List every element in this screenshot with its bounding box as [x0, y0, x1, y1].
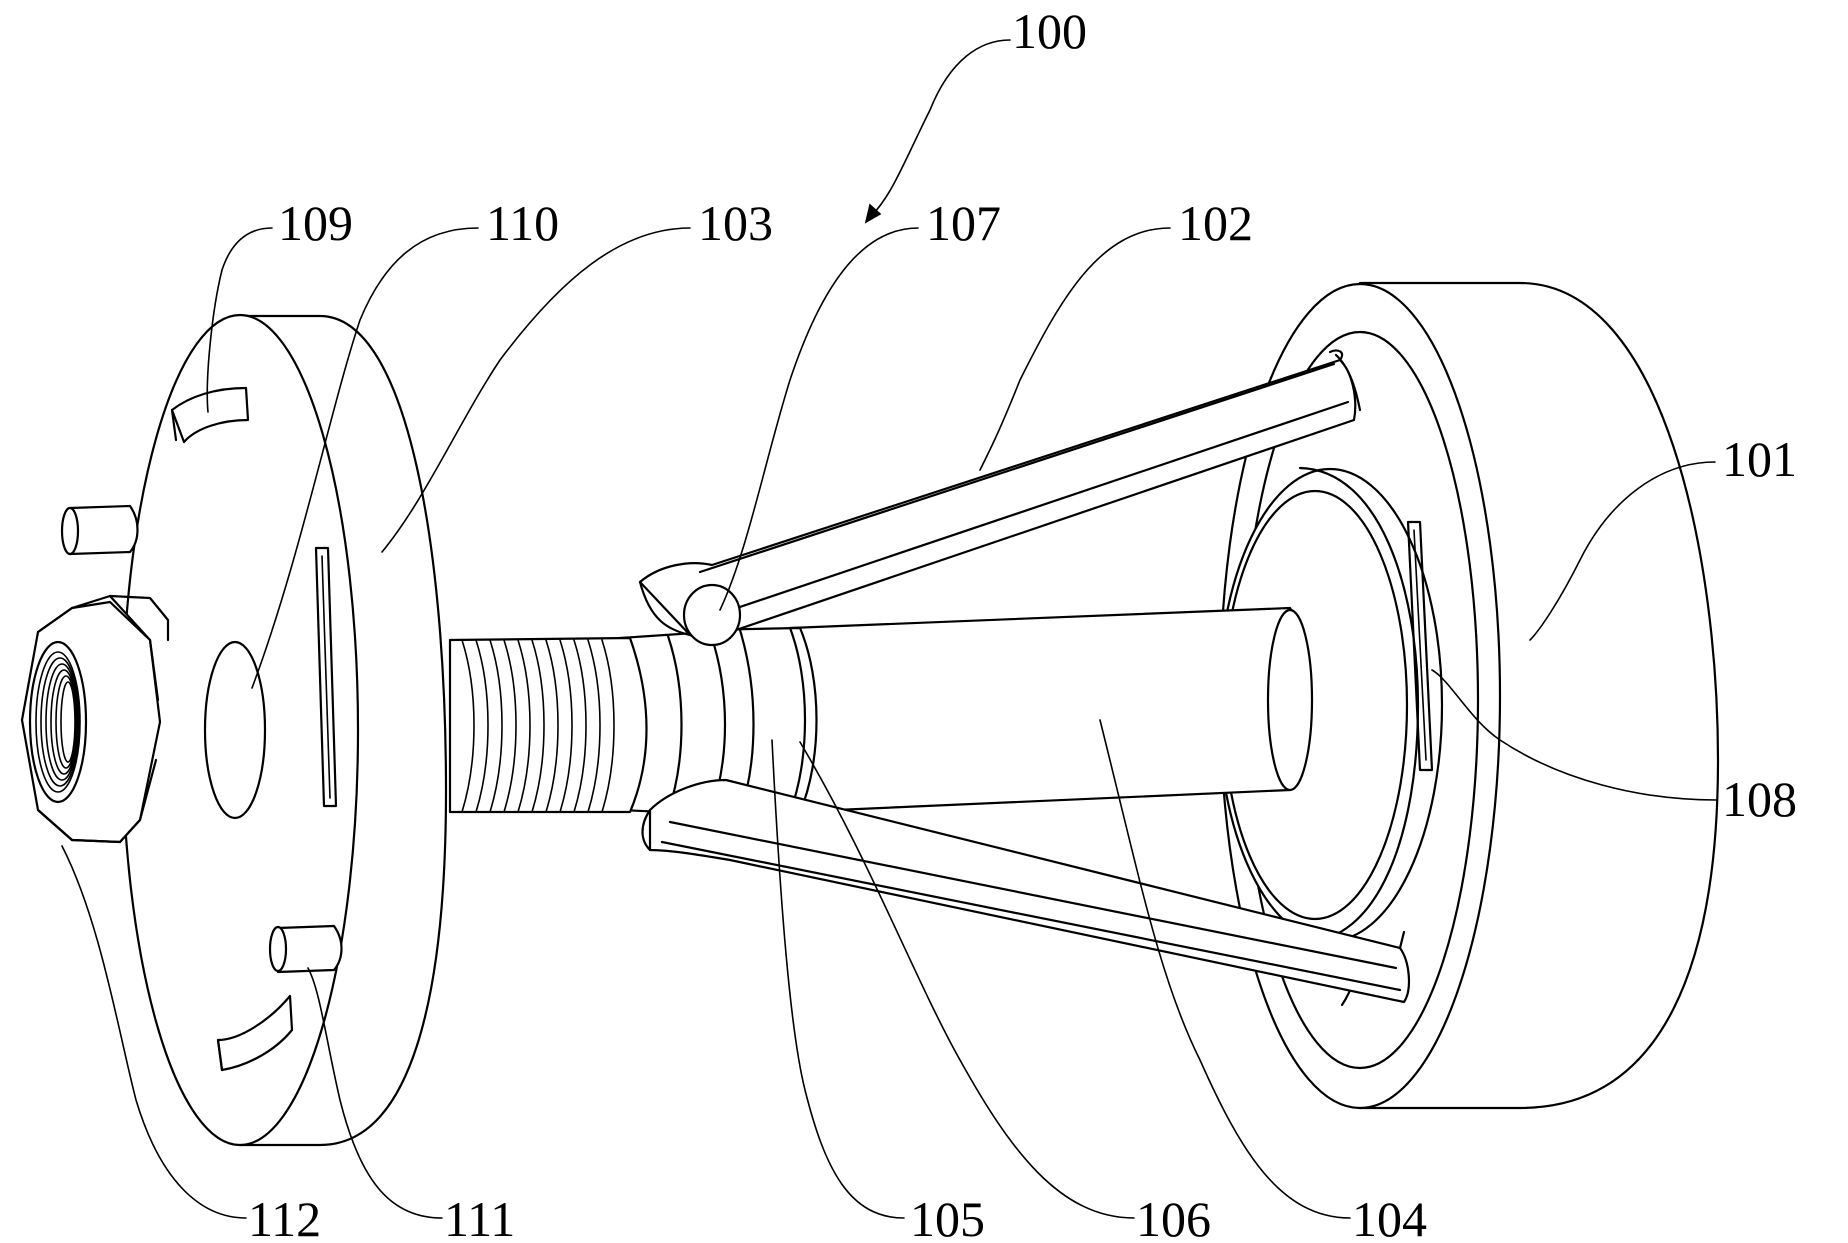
label-103: 103: [698, 195, 773, 251]
label-112: 112: [248, 1191, 321, 1243]
leader-100: [872, 40, 1010, 215]
leader-103: [382, 228, 690, 552]
label-105: 105: [910, 1191, 985, 1243]
label-102: 102: [1178, 195, 1253, 251]
threaded-section: [450, 638, 647, 812]
label-101: 101: [1722, 431, 1797, 487]
label-109: 109: [278, 195, 353, 251]
label-111: 111: [444, 1191, 515, 1243]
label-100: 100: [1012, 3, 1087, 59]
label-104: 104: [1352, 1191, 1427, 1243]
label-106: 106: [1136, 1191, 1211, 1243]
label-110: 110: [486, 195, 559, 251]
label-107: 107: [926, 195, 1001, 251]
label-108: 108: [1722, 771, 1797, 827]
